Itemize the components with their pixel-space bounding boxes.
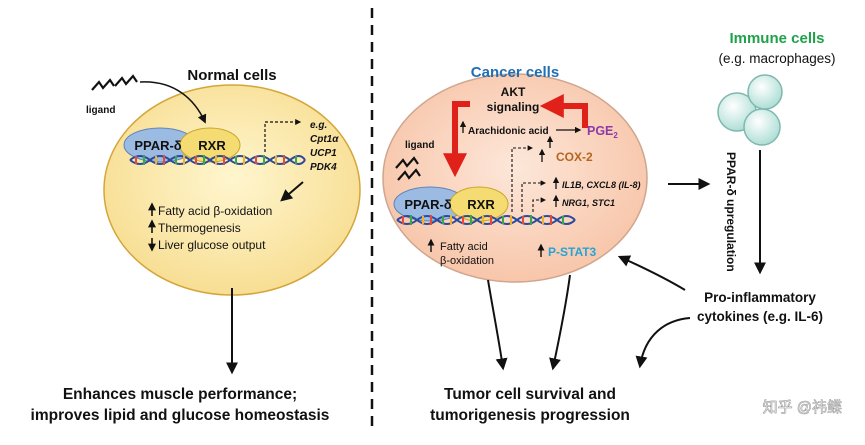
watermark: 知乎 @祎鲽 bbox=[763, 399, 842, 416]
cancer-fatty-line2: β-oxidation bbox=[440, 255, 494, 267]
genes-nrg1-stc1: NRG1, STC1 bbox=[562, 198, 615, 208]
normal-effects-list: Fatty acid β-oxidation Thermogenesis Liv… bbox=[148, 202, 272, 252]
normal-rxr-label: RXR bbox=[198, 138, 226, 153]
ppar-upregulation-label: PPAR-δ upregulation bbox=[724, 152, 738, 272]
cancer-dna-helix bbox=[396, 215, 576, 225]
cytokines-to-pstat3-arrow bbox=[617, 255, 686, 291]
effect-thermogenesis: Thermogenesis bbox=[158, 221, 241, 235]
akt-line1: AKT bbox=[501, 85, 526, 99]
cytokines-line1: Pro-inflammatory bbox=[704, 290, 816, 305]
cancer-cell-body bbox=[382, 73, 648, 283]
immune-cells-subtitle: (e.g. macrophages) bbox=[718, 51, 835, 66]
arachidonic-acid-label: Arachidonic acid bbox=[468, 126, 549, 137]
normal-gene-1: Cpt1α bbox=[310, 134, 339, 145]
ligand-binding-arrow bbox=[139, 81, 207, 124]
cancer-cells-title: Cancer cells bbox=[471, 64, 559, 81]
normal-ligand-label: ligand bbox=[86, 105, 115, 116]
macrophage-cluster-icon bbox=[717, 74, 783, 146]
cancer-cells-panel: Cancer cells AKT signaling Arachidonic a… bbox=[382, 64, 648, 424]
normal-ppar-label: PPAR-δ bbox=[134, 138, 181, 153]
nrg1-transcription-arrow bbox=[532, 197, 547, 212]
normal-cells-title: Normal cells bbox=[187, 67, 276, 84]
pstat3-label: P-STAT3 bbox=[548, 245, 597, 259]
cancer-outcome-line2: tumorigenesis progression bbox=[430, 407, 630, 424]
cox2-transcription-arrow bbox=[511, 145, 534, 212]
effect-liver-glucose: Liver glucose output bbox=[158, 238, 266, 252]
cancer-ppar-label: PPAR-δ bbox=[404, 197, 451, 212]
normal-outcome-line2: improves lipid and glucose homeostasis bbox=[31, 407, 330, 424]
cancer-ligand-icon bbox=[395, 156, 421, 181]
normal-eg-label: e.g. bbox=[310, 120, 327, 131]
cancer-outcome-line1: Tumor cell survival and bbox=[444, 386, 616, 403]
normal-outcome-line1: Enhances muscle performance; bbox=[63, 386, 297, 403]
immune-cells-panel: Immune cells (e.g. macrophages) PPAR-δ u… bbox=[617, 30, 836, 369]
akt-line2: signaling bbox=[487, 100, 540, 114]
normal-effect-arrow bbox=[280, 181, 304, 202]
normal-dna-helix bbox=[129, 155, 306, 165]
genes-il1b-cxcl8: IL1B, CXCL8 (IL-8) bbox=[562, 180, 641, 190]
normal-rxr-oval bbox=[179, 127, 241, 163]
normal-cells-panel: Normal cells ligand PPAR-δ RXR bbox=[31, 67, 361, 424]
pge-to-akt-arrow bbox=[539, 94, 588, 128]
cancer-outcome-arrow-left bbox=[487, 279, 508, 371]
cox2-label: COX-2 bbox=[556, 150, 593, 164]
cancer-outcome-arrow-right bbox=[549, 274, 571, 371]
normal-transcription-arrow bbox=[264, 119, 302, 152]
akt-to-ppar-arrow bbox=[443, 101, 470, 178]
pge2-label: PGE2 bbox=[587, 124, 618, 140]
immune-cells-title: Immune cells bbox=[729, 30, 824, 47]
normal-gene-2: UCP1 bbox=[310, 148, 337, 159]
normal-cell-body bbox=[103, 84, 361, 296]
ligand-icon bbox=[91, 74, 138, 91]
cancer-rxr-label: RXR bbox=[467, 197, 495, 212]
cytokines-line2: cytokines (e.g. IL-6) bbox=[697, 309, 823, 324]
effect-fatty-acid: Fatty acid β-oxidation bbox=[158, 204, 272, 218]
cytokines-to-outcome-arrow bbox=[635, 317, 691, 369]
normal-gene-3: PDK4 bbox=[310, 162, 337, 173]
cancer-fatty-line1: Fatty acid bbox=[440, 241, 488, 253]
cancer-ligand-label: ligand bbox=[405, 140, 434, 151]
